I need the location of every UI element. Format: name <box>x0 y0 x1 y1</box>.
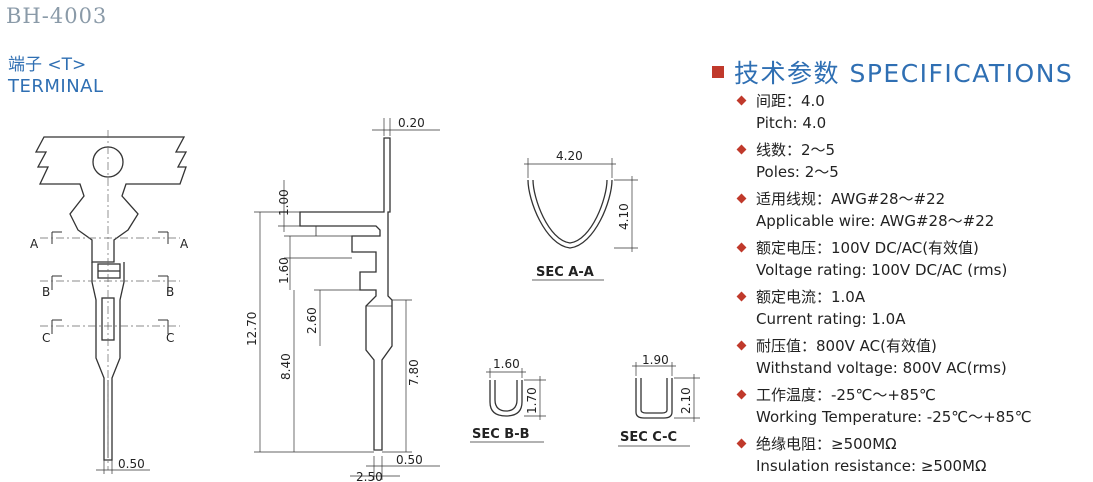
terminal-label-cn: 端子 <T> <box>8 55 87 75</box>
section-b-outer <box>489 380 523 417</box>
section-b-left: B <box>42 285 50 299</box>
dim-2-50: 2.50 <box>356 470 383 482</box>
dim-2-60: 2.60 <box>305 307 319 334</box>
section-b-right: B <box>166 285 174 299</box>
front-view <box>34 130 188 474</box>
sec-b-height: 1.70 <box>525 387 539 414</box>
dim-1-60: 1.60 <box>277 257 291 284</box>
specifications-title: 技术参数 SPECIFICATIONS <box>712 54 1073 90</box>
model-number: BH-4003 <box>6 4 108 28</box>
spec-item-insulation: 绝缘电阻：≥500MΩ Insulation resistance: ≥500M… <box>736 433 1032 482</box>
center-lines <box>40 130 180 470</box>
spec-cn: 适用线规：AWG#28～#22 <box>756 190 946 208</box>
spec-cn: 额定电压：100V DC/AC(有效值) <box>756 239 979 257</box>
spec-en: Insulation resistance: ≥500MΩ <box>756 457 987 475</box>
dim-thickness: 0.20 <box>398 116 425 130</box>
spec-en: Poles: 2～5 <box>756 163 839 181</box>
section-c-right: C <box>166 331 174 345</box>
spec-en: Current rating: 1.0A <box>756 310 906 328</box>
dim-12-70: 12.70 <box>245 312 259 346</box>
dim-tip-width: 0.50 <box>118 457 145 471</box>
section-markers <box>51 231 169 334</box>
sec-a-width: 4.20 <box>556 149 583 163</box>
section-a-outer <box>527 179 613 249</box>
title-bullet-icon <box>712 66 724 78</box>
spec-cn: 绝缘电阻：≥500MΩ <box>756 435 897 453</box>
dim-7-80: 7.80 <box>407 359 421 386</box>
side-view <box>254 118 440 480</box>
sec-c-width: 1.90 <box>642 353 669 367</box>
dim-0-50: 0.50 <box>396 453 423 467</box>
sec-c-label: SEC C-C <box>620 430 677 445</box>
spec-cn: 耐压值：800V AC(有效值) <box>756 337 937 355</box>
spec-en: Pitch: 4.0 <box>756 114 827 132</box>
specifications-title-text: 技术参数 SPECIFICATIONS <box>734 59 1074 88</box>
spec-en: Working Temperature: -25℃～+85℃ <box>756 408 1032 426</box>
spec-en: Applicable wire: AWG#28～#22 <box>756 212 995 230</box>
section-c-view <box>618 362 700 447</box>
spec-item-wire: 适用线规：AWG#28～#22 Applicable wire: AWG#28～… <box>736 188 1032 237</box>
spec-cn: 工作温度：-25℃～+85℃ <box>756 386 936 404</box>
dim-8-40: 8.40 <box>279 353 293 380</box>
spec-item-current: 额定电流：1.0A Current rating: 1.0A <box>736 286 1032 335</box>
section-a-inner <box>532 179 608 244</box>
dim-1-00: 1.00 <box>277 189 291 216</box>
section-a-left: A <box>30 237 39 251</box>
spec-list: 间距：4.0 Pitch: 4.0 线数：2～5 Poles: 2～5 适用线规… <box>736 90 1032 482</box>
spec-item-temperature: 工作温度：-25℃～+85℃ Working Temperature: -25℃… <box>736 384 1032 433</box>
spec-cn: 额定电流：1.0A <box>756 288 866 306</box>
spec-item-voltage: 额定电压：100V DC/AC(有效值) Voltage rating: 100… <box>736 237 1032 286</box>
carrier-strip <box>34 136 188 263</box>
section-c-outer <box>635 378 673 419</box>
side-dimensions <box>254 118 440 480</box>
terminal-label-en: TERMINAL <box>8 76 104 97</box>
section-a-view <box>524 158 638 281</box>
spec-cn: 线数：2～5 <box>756 141 836 159</box>
section-b-inner <box>494 380 518 412</box>
section-c-inner <box>640 378 668 414</box>
section-a-right: A <box>180 237 189 251</box>
sec-a-label: SEC A-A <box>536 265 594 280</box>
terminal-side-profile <box>299 137 393 451</box>
spec-item-poles: 线数：2～5 Poles: 2～5 <box>736 139 1032 188</box>
section-b-view <box>470 368 546 443</box>
spec-cn: 间距：4.0 <box>756 92 825 110</box>
spec-en: Withstand voltage: 800V AC(rms) <box>756 359 1007 377</box>
sec-b-label: SEC B-B <box>472 427 530 442</box>
spec-item-withstand: 耐压值：800V AC(有效值) Withstand voltage: 800V… <box>736 335 1032 384</box>
terminal-body <box>91 262 125 461</box>
spec-item-pitch: 间距：4.0 Pitch: 4.0 <box>736 90 1032 139</box>
sec-c-height: 2.10 <box>679 387 693 414</box>
section-c-left: C <box>42 331 50 345</box>
sec-b-width: 1.60 <box>493 357 520 371</box>
spec-en: Voltage rating: 100V DC/AC (rms) <box>756 261 1008 279</box>
sec-a-height: 4.10 <box>617 203 631 230</box>
